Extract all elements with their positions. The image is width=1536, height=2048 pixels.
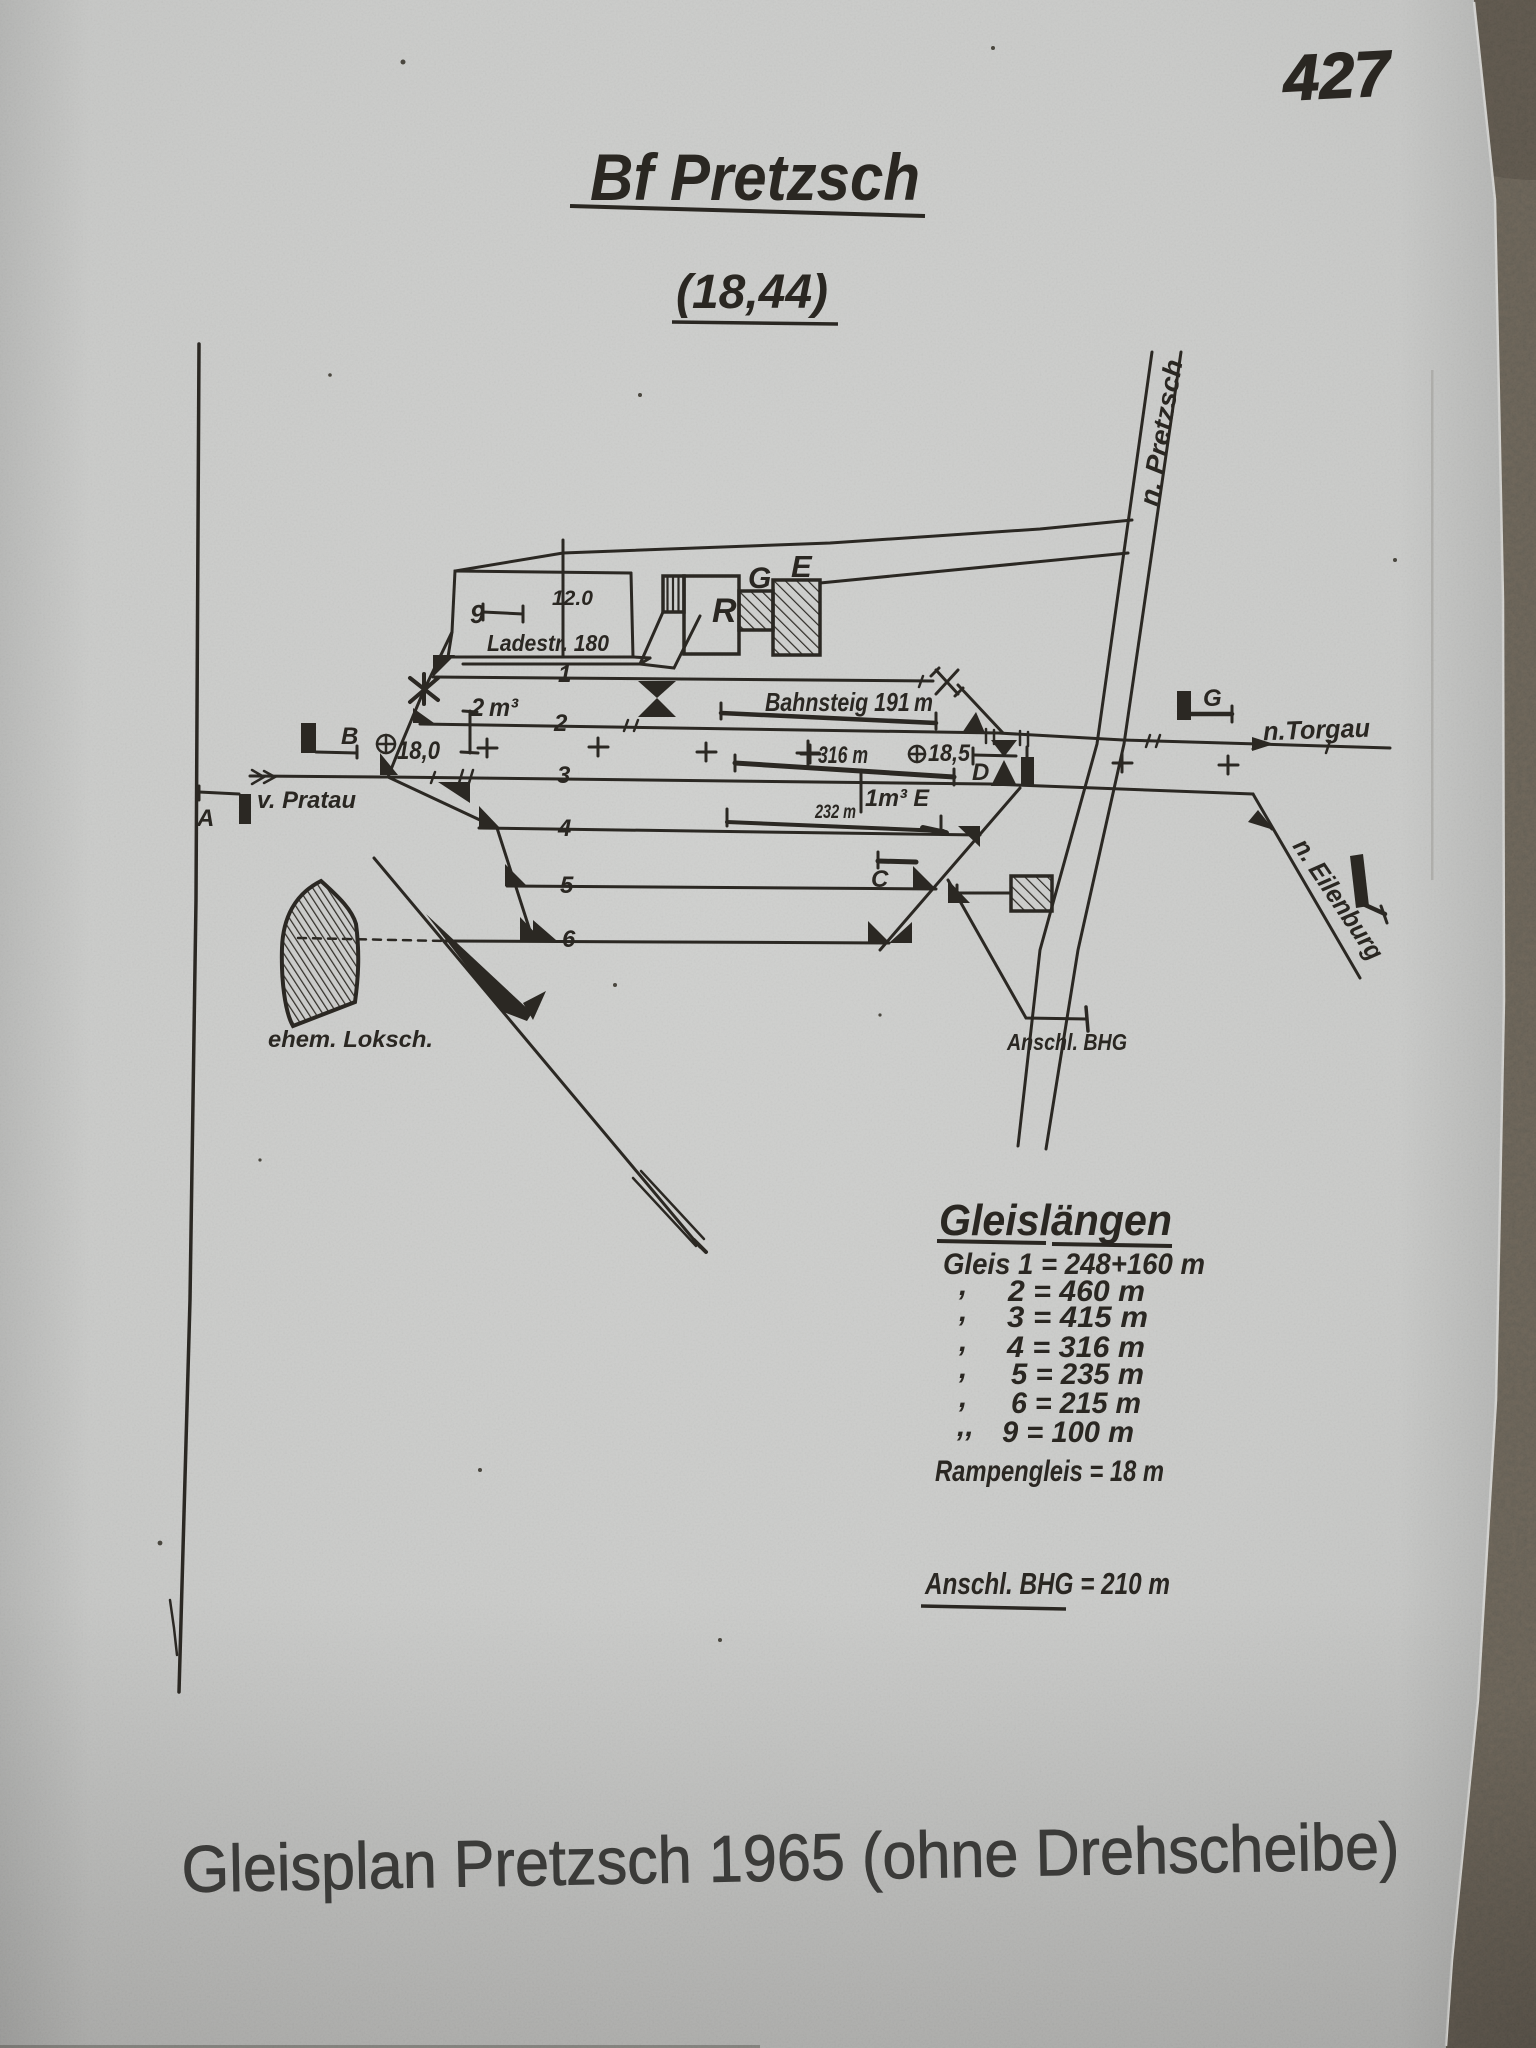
svg-text:R: R bbox=[712, 592, 737, 630]
svg-text:4: 4 bbox=[557, 815, 571, 842]
svg-text:3: 3 bbox=[557, 762, 571, 789]
svg-text:316 m: 316 m bbox=[818, 742, 868, 769]
svg-text:,: , bbox=[958, 1269, 967, 1302]
svg-text:12.0: 12.0 bbox=[552, 587, 593, 610]
svg-text:1m³ E: 1m³ E bbox=[865, 785, 930, 812]
svg-text:6: 6 bbox=[562, 926, 576, 953]
svg-text:Gleislängen: Gleislängen bbox=[939, 1196, 1172, 1245]
svg-text:D: D bbox=[972, 759, 989, 786]
svg-text:Gleis 1 = 248+160 m: Gleis 1 = 248+160 m bbox=[943, 1248, 1205, 1281]
svg-text:B: B bbox=[341, 723, 358, 750]
svg-text:Bahnsteig 191 m: Bahnsteig 191 m bbox=[765, 687, 933, 717]
svg-text:6 = 215 m: 6 = 215 m bbox=[1011, 1387, 1141, 1420]
svg-text:ehem. Loksch.: ehem. Loksch. bbox=[268, 1026, 433, 1052]
svg-text:G: G bbox=[748, 562, 771, 595]
svg-text:Bf Pretzsch: Bf Pretzsch bbox=[590, 140, 920, 214]
svg-text:3 = 415 m: 3 = 415 m bbox=[1007, 1301, 1148, 1334]
svg-text:Anschl. BHG: Anschl. BHG bbox=[1006, 1029, 1127, 1055]
svg-text:C: C bbox=[871, 866, 889, 893]
svg-text:5 = 235 m: 5 = 235 m bbox=[1011, 1358, 1144, 1391]
svg-text:9: 9 bbox=[470, 599, 485, 629]
svg-text:2: 2 bbox=[553, 710, 568, 737]
svg-text:Anschl. BHG = 210 m: Anschl. BHG = 210 m bbox=[924, 1566, 1170, 1601]
svg-text:G: G bbox=[1203, 685, 1222, 712]
svg-text:5: 5 bbox=[560, 872, 574, 899]
svg-text:9 = 100 m: 9 = 100 m bbox=[1002, 1416, 1134, 1449]
svg-text:232 m: 232 m bbox=[814, 802, 856, 823]
svg-text:Rampengleis = 18 m: Rampengleis = 18 m bbox=[935, 1455, 1164, 1488]
svg-text:,,: ,, bbox=[956, 1410, 974, 1443]
svg-text:v. Pratau: v. Pratau bbox=[257, 787, 356, 814]
svg-text:,: , bbox=[958, 1295, 967, 1328]
svg-text:427: 427 bbox=[1279, 37, 1395, 115]
svg-text:(18,44): (18,44) bbox=[676, 266, 828, 319]
svg-text:,: , bbox=[958, 1381, 967, 1414]
svg-text:A: A bbox=[196, 805, 214, 832]
svg-text:n.Torgau: n.Torgau bbox=[1262, 713, 1370, 747]
svg-text:E: E bbox=[791, 549, 813, 584]
svg-text:2 m³: 2 m³ bbox=[470, 694, 519, 722]
svg-text:18,5: 18,5 bbox=[928, 740, 971, 767]
svg-text:,: , bbox=[958, 1352, 967, 1385]
svg-text:2 = 460 m: 2 = 460 m bbox=[1007, 1275, 1145, 1308]
svg-text:1: 1 bbox=[558, 661, 571, 688]
svg-text:Ladestr. 180: Ladestr. 180 bbox=[487, 630, 609, 656]
svg-text:4 = 316 m: 4 = 316 m bbox=[1006, 1331, 1145, 1364]
svg-text:,: , bbox=[958, 1325, 967, 1358]
svg-text:18,0: 18,0 bbox=[397, 737, 440, 765]
